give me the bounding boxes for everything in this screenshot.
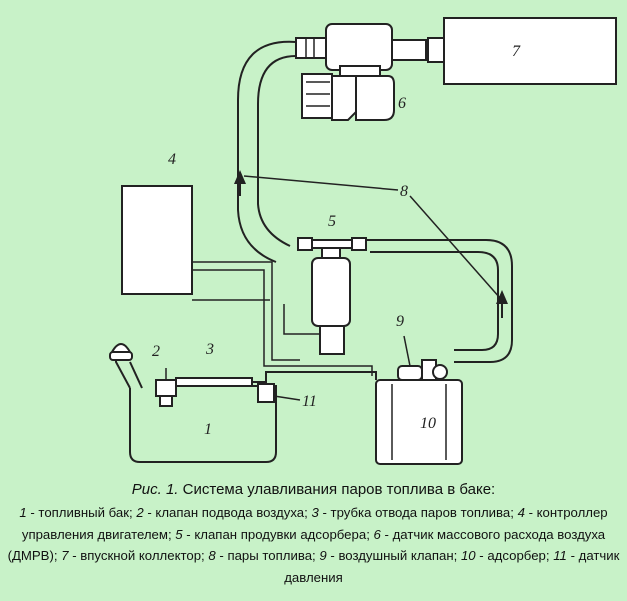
legend-text: - впускной коллектор;	[68, 548, 205, 563]
legend-item: 10 - адсорбер;	[461, 548, 550, 563]
figure-title: Система улавливания паров топлива в баке…	[182, 481, 496, 498]
figure-number: Рис. 1.	[131, 481, 179, 498]
legend-item: 9 - воздушный клапан;	[319, 548, 457, 563]
legend-text: - датчик массового расхода воздуха (ДМРВ…	[7, 526, 606, 564]
legend-item: 3 - трубка отвода паров топлива;	[311, 505, 513, 520]
label-11: 11	[302, 393, 317, 410]
figure-caption: Рис. 1. Система улавливания паров топлив…	[0, 478, 627, 588]
label-6: 6	[398, 95, 406, 112]
legend-number: 5	[175, 526, 183, 542]
legend-number: 4	[517, 505, 525, 520]
legend-text: - трубка отвода паров топлива;	[318, 505, 514, 520]
legend-text: - топливный бак;	[26, 505, 133, 520]
legend-number: 6	[373, 526, 381, 542]
label-9: 9	[396, 313, 404, 330]
legend-number: 2	[136, 505, 144, 520]
legend-item: 7 - впускной коллектор;	[61, 548, 205, 563]
label-1: 1	[204, 421, 212, 438]
vapor-arrow-left	[234, 170, 246, 196]
legend-text: - клапан подвода воздуха;	[143, 505, 308, 520]
legend-number: 11	[553, 548, 567, 563]
legend-item: 2 - клапан подвода воздуха;	[136, 505, 307, 520]
legend-number: 7	[61, 548, 69, 563]
pressure-sensor	[257, 383, 275, 403]
legend-text: - клапан продувки адсорбера;	[182, 526, 370, 542]
legend-number: 9	[319, 548, 327, 563]
label-8: 8	[400, 183, 408, 200]
legend-item: 6 - датчик массового расхода воздуха (ДМ…	[8, 527, 606, 564]
legend-number: 8	[208, 548, 216, 563]
mass-air-flow-sensor	[295, 23, 395, 121]
legend-text: - контроллер управления двигателем;	[21, 505, 608, 542]
air-inlet-valve	[155, 368, 177, 407]
purge-valve	[297, 237, 367, 355]
legend-text: - адсорбер;	[475, 548, 550, 563]
legend: 1 - топливный бак; 2 - клапан подвода во…	[0, 502, 627, 588]
caption-title: Рис. 1. Система улавливания паров топлив…	[0, 478, 627, 502]
legend-item: 11 - датчик давления	[284, 548, 619, 585]
legend-item: 5 - клапан продувки адсорбера;	[175, 527, 370, 542]
vapor-arrow-right	[496, 290, 508, 318]
label-5: 5	[328, 213, 336, 230]
legend-item: 1 - топливный бак;	[19, 505, 132, 520]
legend-text: - воздушный клапан;	[326, 548, 458, 563]
air-valve	[397, 335, 448, 381]
legend-item: 4 - контроллер управления двигателем;	[22, 505, 608, 542]
legend-number: 3	[311, 505, 319, 520]
label-4: 4	[168, 151, 176, 168]
legend-number: 1	[19, 505, 27, 520]
fuel-tank	[109, 343, 277, 463]
label-2: 2	[152, 343, 160, 360]
legend-number: 10	[460, 548, 476, 563]
fuel-vapor-diagram: 1 2 3 4 5 6 7 8 9 10 11	[109, 17, 617, 465]
legend-item: 8 - пары топлива;	[208, 548, 315, 563]
adsorber-canister	[375, 379, 463, 465]
engine-controller	[121, 185, 193, 295]
intake-manifold	[391, 17, 617, 85]
label-10: 10	[420, 415, 436, 432]
label-3: 3	[205, 341, 214, 358]
label-7: 7	[512, 43, 521, 60]
legend-text: - датчик давления	[284, 548, 620, 585]
vapor-tube	[175, 377, 253, 387]
legend-text: - пары топлива;	[215, 548, 316, 563]
